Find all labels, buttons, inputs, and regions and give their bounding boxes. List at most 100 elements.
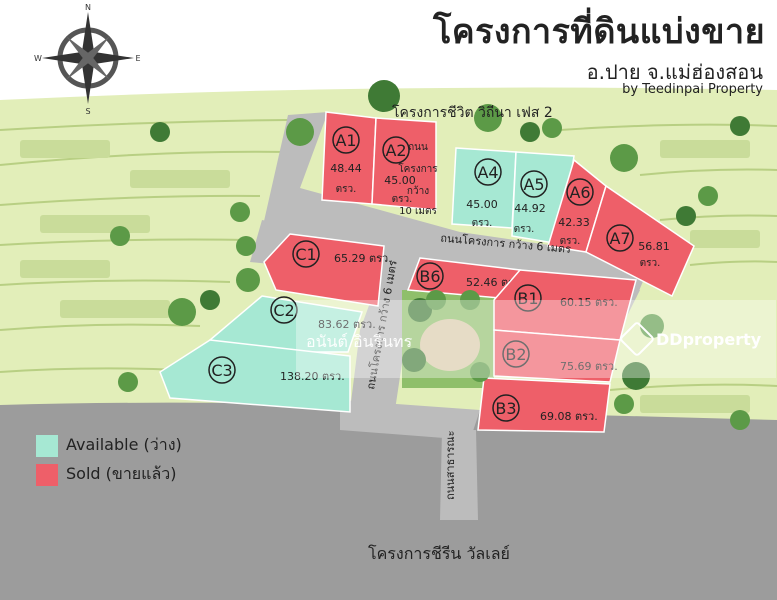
plot-c1-badge (292, 240, 320, 268)
legend-available-swatch (36, 434, 58, 457)
plot-a5-area: 44.92 (514, 202, 546, 215)
plot-a7-unit: ตรว. (640, 258, 661, 269)
plot-b3-id: B3 (495, 399, 516, 418)
plot-b2-badge (502, 340, 530, 368)
byline: by Teedinpai Property (622, 82, 763, 97)
plot-a4-area: 45.00 (466, 198, 498, 211)
plot-a5-badge (520, 170, 548, 198)
plots-layer: A148.44ตรว.A245.00ตรว.A445.00ตรว.A544.92… (159, 111, 695, 433)
tree-icon (676, 206, 696, 226)
tree-icon (200, 290, 220, 310)
plot-a7-badge (606, 224, 634, 252)
plot-b2-area: 75.69 ตรว. (560, 360, 618, 373)
tree-icon (402, 348, 426, 372)
tree-icon (118, 372, 138, 392)
plot-a1-area: 48.44 (330, 162, 362, 175)
tree-icon (460, 290, 480, 310)
plot-a4-unit: ตรว. (472, 218, 493, 229)
road-10m-line1: ถนน (408, 142, 428, 153)
watermark-brand-text: DDproperty (656, 329, 762, 349)
tree-icon (730, 410, 750, 430)
legend-available-label: Available (ว่าง) (66, 435, 182, 454)
road-upper (262, 112, 652, 298)
compass-needle-diag2 (66, 36, 110, 80)
ddproperty-logo-icon (618, 320, 656, 358)
tree-icon (426, 290, 446, 310)
lower-ground (0, 402, 777, 600)
plot-c3-area: 138.20 ตรว. (280, 370, 345, 383)
legend-sold: Sold (ขายแล้ว) (36, 462, 177, 487)
plot-c2-badge (270, 296, 298, 324)
plot-a2-shape (371, 117, 437, 211)
plot-a4-id: A4 (477, 163, 498, 182)
plot-b6-badge (416, 262, 444, 290)
plot-a7-shape (585, 184, 695, 298)
plot-a1-unit: ตรว. (336, 184, 357, 195)
tree-icon (150, 122, 170, 142)
road-6m-vertical (350, 270, 418, 410)
legend-available: Available (ว่าง) (36, 433, 182, 458)
neighbor-bottom-label: โครงการชีรีน วัลเลย์ (368, 544, 510, 563)
page-title: โครงการที่ดินแบ่งขาย (433, 12, 765, 52)
plot-c3-shape (159, 339, 351, 413)
tree-icon (474, 104, 502, 132)
tree-icon (408, 298, 432, 322)
plot-a4[interactable]: A4 45.00 ตรว. (451, 147, 517, 229)
tree-icon (230, 202, 250, 222)
plot-a6-id: A6 (569, 183, 590, 202)
compass-w: W (34, 54, 42, 63)
plot-b1[interactable]: B1 60.15 ตรว. (493, 269, 637, 341)
compass-n: N (85, 3, 91, 12)
neighbor-top-label: โครงการชีวิต วิถีนา เฟส 2 (392, 105, 553, 121)
plot-b3-shape (477, 377, 611, 433)
plot-b1-area: 60.15 ตรว. (560, 296, 618, 309)
public-road-label: ถนนสาธารณะ (444, 430, 457, 500)
plot-a6-area: 42.33 (558, 216, 590, 229)
plot-c1-shape (263, 233, 385, 307)
plot-b3-badge (492, 394, 520, 422)
park-lawn (420, 319, 480, 371)
plot-b1-id: B1 (517, 289, 538, 308)
plot-a2-badge (382, 136, 410, 164)
plot-a4-badge (474, 158, 502, 186)
plot-a2-area: 45.00 (384, 174, 416, 187)
compass-s: S (85, 107, 90, 116)
tree-icon (542, 118, 562, 138)
plot-b1-badge (514, 284, 542, 312)
watermark-band (296, 300, 776, 378)
tree-icon (368, 80, 400, 112)
plot-a2-id: A2 (385, 141, 406, 160)
public-road (440, 430, 478, 520)
tree-icon (286, 118, 314, 146)
tree-icon (614, 394, 634, 414)
plot-b2-shape (493, 329, 621, 383)
trees-layer (110, 80, 750, 430)
plot-b6-id: B6 (419, 267, 440, 286)
tree-icon (236, 236, 256, 256)
tree-icon (698, 186, 718, 206)
plot-a5-id: A5 (523, 175, 544, 194)
plot-a5-unit: ตรว. (514, 224, 535, 235)
tree-icon (236, 268, 260, 292)
plot-a7-area: 56.81 (638, 240, 670, 253)
watermark-owner: อนันต์ อินรินทร (306, 332, 413, 351)
tree-icon (730, 116, 750, 136)
plot-c2-area: 83.62 ตรว. (318, 318, 376, 331)
plot-c3-id: C3 (211, 361, 232, 380)
plot-a6-badge (566, 178, 594, 206)
plot-a1-badge (332, 126, 360, 154)
road-10m-line3: กว้าง (407, 185, 429, 197)
plot-c3[interactable]: C3 138.20 ตรว. (159, 339, 351, 413)
road-10m-line2: โครงการ (398, 162, 438, 175)
plot-c1-id: C1 (295, 245, 316, 264)
